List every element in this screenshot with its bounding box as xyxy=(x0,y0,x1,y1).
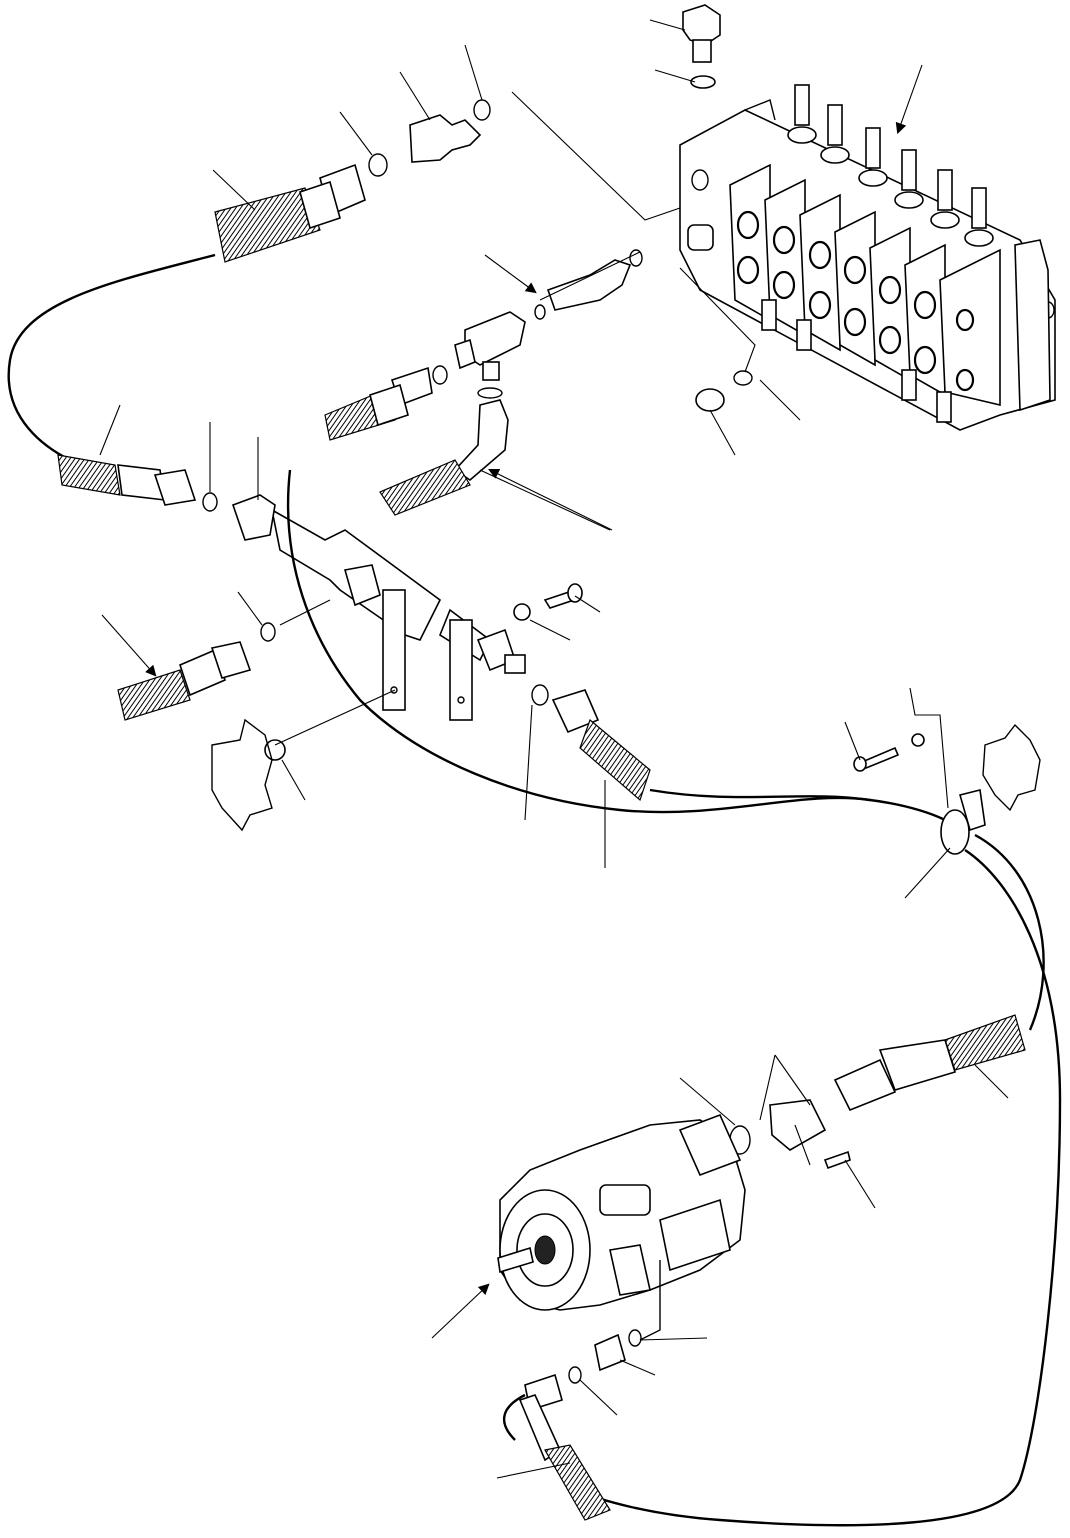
spool-ends xyxy=(761,299,952,423)
hose-return-inner xyxy=(649,788,871,802)
left-hoses xyxy=(57,454,651,802)
upper-fittings xyxy=(214,99,491,263)
callout-leaders xyxy=(99,19,1009,1479)
hose-upper-loop xyxy=(7,253,216,462)
plug xyxy=(695,370,753,412)
hose-pump-loop xyxy=(574,849,1062,1527)
hose-pump-inner xyxy=(974,833,1045,1031)
valve-end-cap xyxy=(1014,239,1051,412)
pump xyxy=(497,1113,746,1311)
frame-stubs xyxy=(211,718,1041,832)
manifold xyxy=(231,494,526,721)
pointer-arrows xyxy=(101,64,923,1339)
tee-fitting xyxy=(324,249,643,516)
pump-outlet-fitting xyxy=(503,1260,661,1521)
side-port xyxy=(687,224,714,251)
control-valve xyxy=(679,4,1056,431)
relief-valve-cap xyxy=(682,4,721,89)
pump-inlet-hose xyxy=(729,1014,1026,1170)
hose-clamp xyxy=(940,789,986,855)
valve-spools xyxy=(787,84,994,247)
